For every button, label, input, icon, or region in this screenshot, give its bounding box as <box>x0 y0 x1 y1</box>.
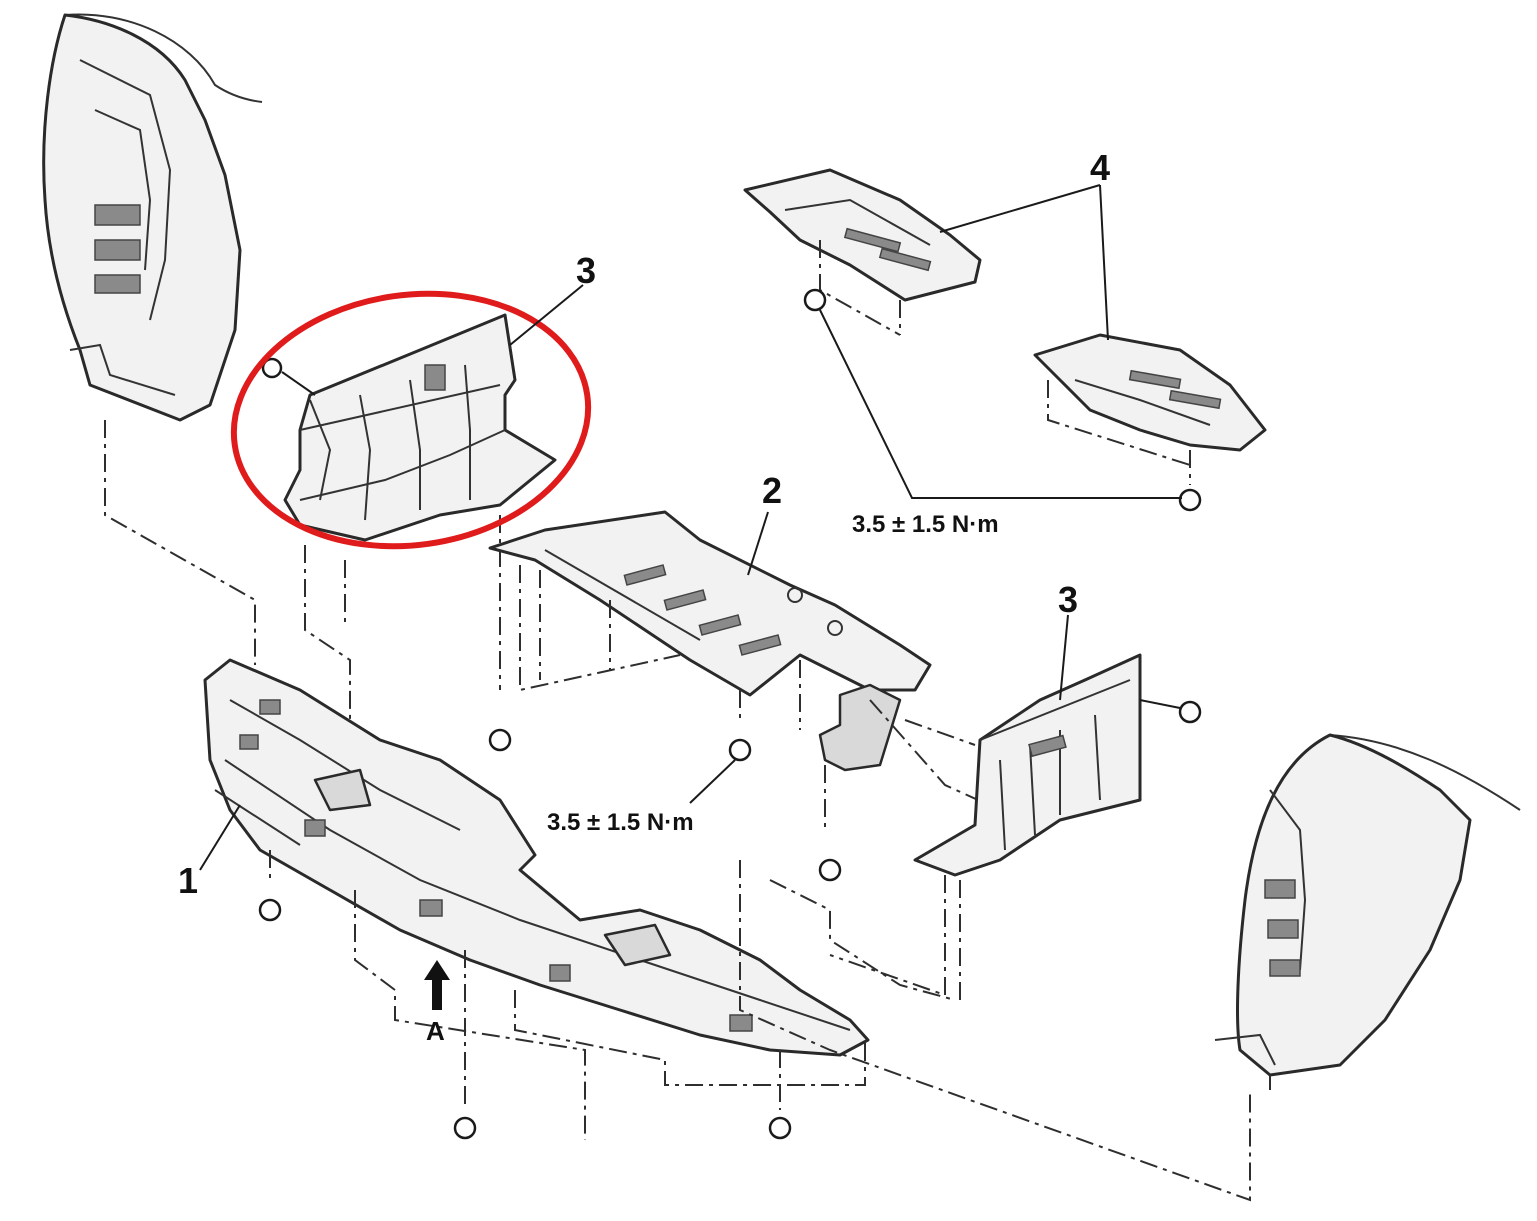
torque-center-leader <box>689 759 736 804</box>
part-3-right-side-cover <box>829 653 1202 1000</box>
part-3-right-bolt <box>1178 700 1202 724</box>
callout-part-3-right: 3 <box>1058 579 1078 620</box>
part-4-leader-upper <box>939 184 1101 233</box>
torque-label-top-right: 3.5 ± 1.5 N·m <box>852 511 999 538</box>
part-1-front-lower-cover <box>203 658 870 1140</box>
part-2-center-undercover <box>488 510 1001 830</box>
torque-label-center: 3.5 ± 1.5 N·m <box>547 809 694 836</box>
view-arrow-label: A <box>426 1016 445 1046</box>
part-3-left-side-cover <box>261 313 557 740</box>
callout-part-1: 1 <box>178 860 198 901</box>
part-1-leader <box>199 804 241 871</box>
torque-bracket-top-right <box>819 309 1182 499</box>
dash-line-right-liner <box>739 860 1251 1202</box>
part-4-upper-bolt <box>803 288 827 312</box>
dash-line-right-cover <box>769 879 956 1001</box>
bolt-center-right <box>818 858 842 882</box>
part-3-left-leader <box>509 284 584 346</box>
callout-part-4: 4 <box>1090 147 1110 188</box>
bolt-front-right <box>768 1116 792 1140</box>
part-3-right-leader <box>1059 614 1069 701</box>
part-4-lower-bolt <box>1178 488 1202 512</box>
view-arrow-a <box>424 960 450 1010</box>
bolt-center <box>728 738 752 762</box>
part-4-upper-plate <box>743 168 982 336</box>
part-2-leader <box>747 511 769 576</box>
bolts <box>258 728 842 1140</box>
part-4-leader-lower <box>1099 184 1109 341</box>
bolt-front-center <box>453 1116 477 1140</box>
part-3-left-bolt <box>261 357 283 379</box>
right-wheel-well-liner <box>1214 733 1521 1090</box>
left-wheel-well-liner <box>42 13 263 665</box>
bolt-front-left <box>258 898 282 922</box>
bolt-center-left <box>488 728 512 752</box>
part-4-lower-plate <box>1033 333 1267 512</box>
highlight-ellipse <box>230 290 592 550</box>
callout-part-2: 2 <box>762 470 782 511</box>
callout-part-3-left: 3 <box>576 250 596 291</box>
